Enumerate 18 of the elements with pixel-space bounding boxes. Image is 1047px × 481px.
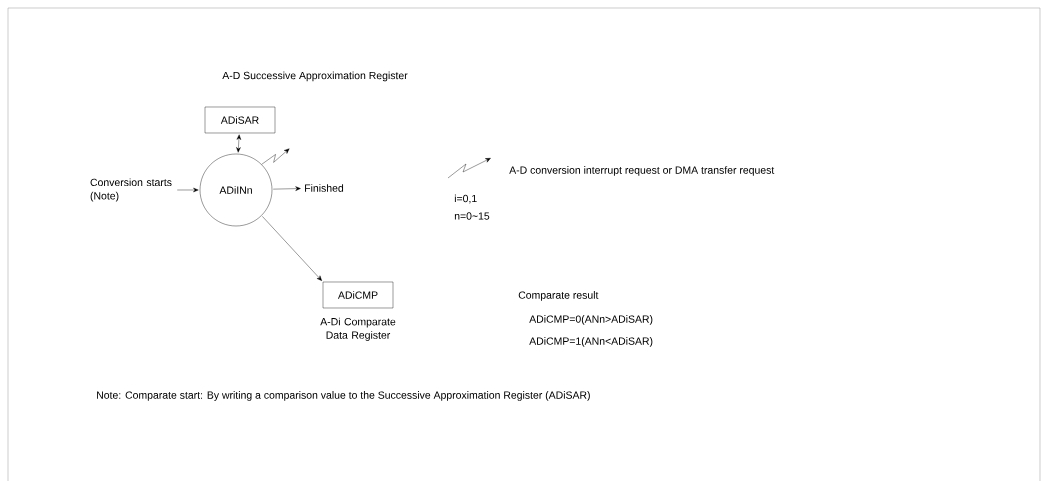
note-text: Note: Comparate start: By writing a comparison value to the Successive Approximation Register (ADiSAR) [97,391,590,401]
node-label: A-Di Comparate Data Register [320,317,396,341]
arrow [273,186,301,191]
legend-text: A-D conversion interrupt request or DMA transfer request [509,166,775,176]
lightning-arrow [261,148,290,165]
register-box: ADiCMP [322,281,394,309]
heading: A-D Successive Approximation Register [222,71,408,82]
arrow [236,134,242,153]
arrow [177,187,199,193]
index-note: i=0,1 [454,194,477,204]
arrow [262,216,322,281]
start-label: Conversion starts (Note) [90,178,172,202]
index-note: n=0~15 [454,212,490,220]
result-heading: Comparate result [518,291,599,301]
register-box: ADiSAR [204,106,276,134]
result-text: ADiCMP=0(ANn>ADiSAR) [529,315,653,325]
result-text: ADiCMP=1(ANn<ADiSAR) [529,337,653,347]
end-label: Finished [305,184,344,192]
